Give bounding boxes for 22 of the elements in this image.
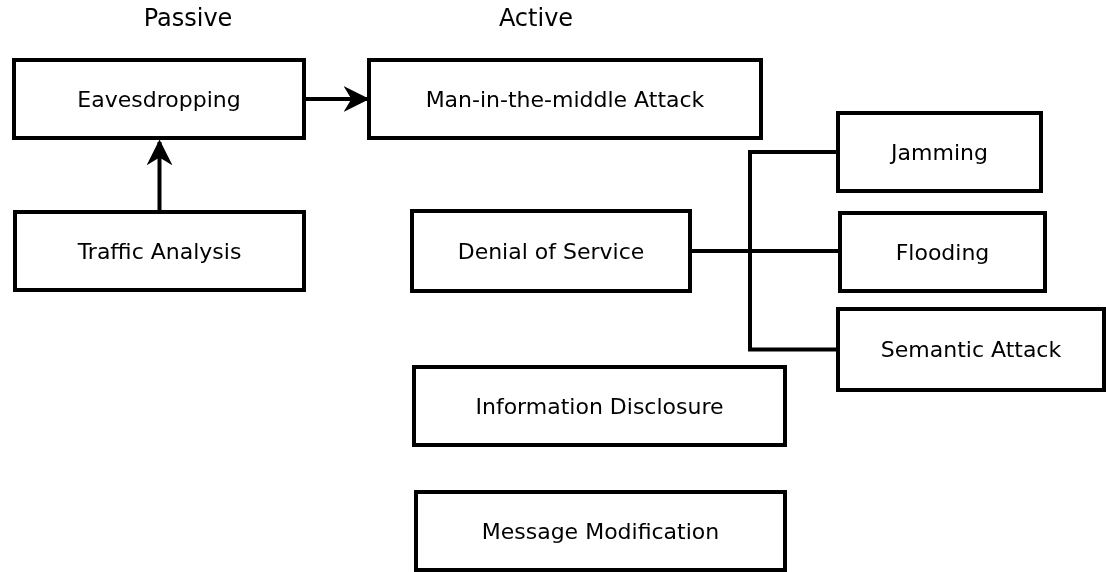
process-box [367, 58, 763, 140]
box-label: Semantic Attack [880, 337, 1062, 362]
process-box [410, 209, 692, 293]
box-label: Eavesdropping [77, 86, 241, 112]
process-box [13, 210, 306, 292]
box-label: Traffic Analysis [77, 238, 242, 264]
process-box [414, 490, 787, 572]
process-box [836, 111, 1043, 193]
box-label: Jamming [891, 139, 988, 165]
column-heading: Passive [143, 4, 233, 32]
box-label: Denial of Service [457, 238, 645, 264]
box-label: Man-in-the-middle Attack [425, 86, 705, 112]
box-label: Message Modification [481, 518, 720, 544]
box-label: Flooding [895, 239, 990, 265]
arrow [146, 139, 173, 210]
column-heading: Active [498, 4, 574, 32]
connector-line [692, 249, 836, 352]
box-label: Information Disclosure [475, 393, 724, 419]
process-box [12, 58, 306, 140]
process-box [836, 307, 1106, 392]
process-box [838, 211, 1047, 293]
process-box [412, 365, 787, 447]
